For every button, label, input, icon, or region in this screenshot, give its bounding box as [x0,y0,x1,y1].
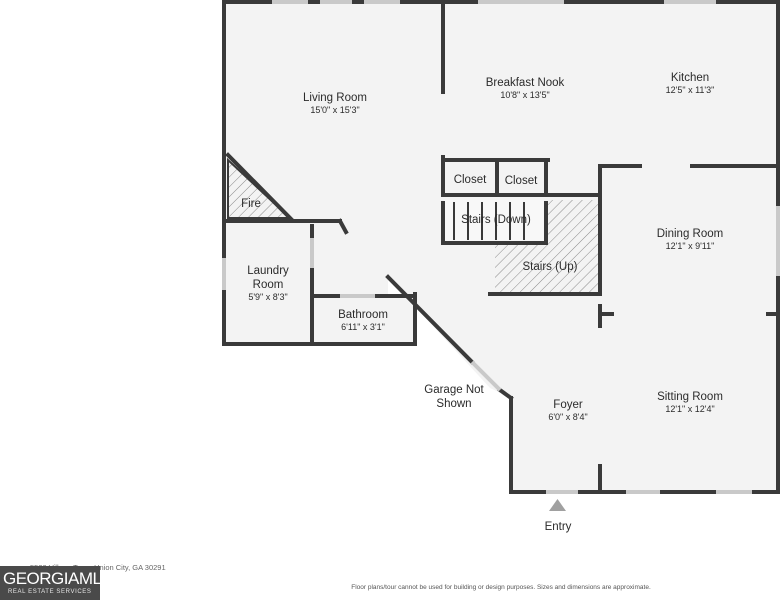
garage-note-line1: Garage Not [424,384,484,396]
entry-label: Entry [545,521,572,533]
foyer-label: Foyer [553,399,583,411]
kitchen-dims: 12'5" x 11'3" [666,85,715,95]
laundry-room-label-line2: Room [253,279,284,291]
living-room-label: Living Room [303,92,367,104]
living-room-dims: 15'0" x 15'3" [310,105,359,115]
logo-sub-text: REAL ESTATE SERVICES [8,589,92,595]
breakfast-nook-label: Breakfast Nook [486,77,565,89]
closet-2-label: Closet [505,175,538,187]
sitting-room-dims: 12'1" x 12'4" [665,404,714,414]
dining-room-label: Dining Room [657,228,723,240]
laundry-room-dims: 5'9" x 8'3" [248,292,287,302]
bathroom-dims: 6'11" x 3'1" [341,322,385,332]
foyer-dims: 6'0" x 8'4" [548,412,587,422]
entry-arrow-icon [549,499,566,511]
kitchen-label: Kitchen [671,72,709,84]
bathroom-label: Bathroom [338,309,388,321]
georgia-mls-logo: GEORGIAMLS REAL ESTATE SERVICES [0,566,113,600]
windows [222,0,780,494]
disclaimer-text: Floor plans/tour cannot be used for buil… [351,584,651,591]
stairs-down-label: Stairs (Down) [461,214,531,226]
closet-1-label: Closet [454,174,487,186]
laundry-room-label-line1: Laundry [247,265,289,277]
stairs-down-steps [444,200,544,242]
logo-main-text: GEORGIAMLS [3,569,113,588]
stairs-up-label: Stairs (Up) [523,261,578,273]
fire-label: Fire [241,198,261,210]
sitting-room-label: Sitting Room [657,391,723,403]
garage-note-line2: Shown [436,398,471,410]
dining-room-dims: 12'1" x 9'11" [666,241,715,251]
breakfast-nook-dims: 10'8" x 13'5" [500,90,549,100]
